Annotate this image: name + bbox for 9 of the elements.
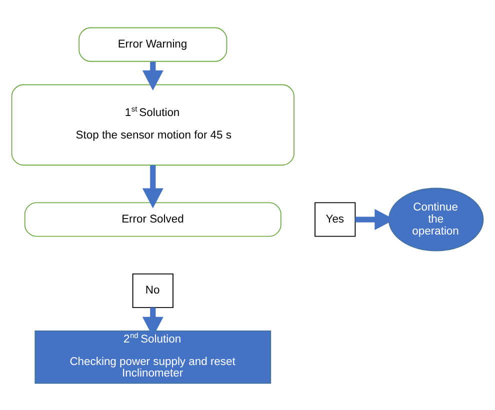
node-box: Error Solved: [24, 202, 282, 236]
node-ellipse: Continue the operation: [388, 187, 484, 251]
node-box: Yes: [314, 202, 356, 236]
arrow: [142, 164, 164, 208]
node-box: Error Warning: [78, 26, 228, 62]
node-box: 1$^{st}$ Solution Stop the sensor motion for 45 s: [11, 84, 294, 166]
node-box: No: [132, 272, 174, 308]
node-box: 2$^{nd}$ Solution Checking power supply and reset Inclinometer: [34, 330, 272, 384]
arrow: [142, 61, 164, 90]
